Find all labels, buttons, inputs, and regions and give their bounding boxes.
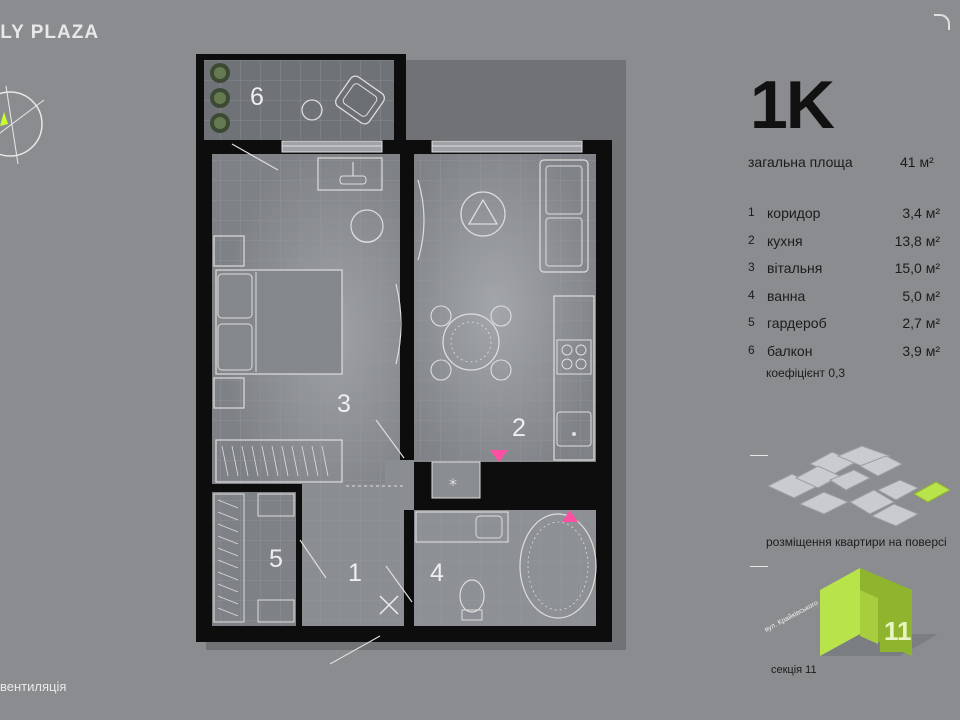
sink-icon (556, 411, 592, 447)
room-number-label: 1 (348, 559, 362, 587)
corner-mark-icon (934, 14, 950, 30)
room-num: 4 (748, 288, 755, 302)
room-name: гардероб (767, 315, 827, 331)
room-num: 5 (748, 315, 755, 329)
room-number-label: 6 (250, 83, 264, 111)
room-row: 5 гардероб 2,7 м² (748, 315, 940, 335)
nightstand-icon (213, 377, 245, 409)
room-row: 3 вітальня 15,0 м² (748, 260, 940, 280)
plant-icon (210, 63, 230, 133)
bathtub-icon (519, 513, 597, 619)
room-area: 5,0 м² (902, 288, 940, 304)
room-name: вітальня (767, 260, 823, 276)
section-location-map: 11 вул. Крайківського (763, 568, 938, 656)
dining-chair-icon (430, 305, 512, 381)
stove-icon (556, 339, 592, 375)
toilet-icon (459, 579, 485, 613)
divider (750, 566, 768, 567)
room-area: 3,4 м² (902, 205, 940, 221)
vent-cross-icon (379, 595, 399, 615)
bed-icon (215, 269, 343, 375)
kitchen-counter-icon (553, 295, 595, 461)
room-row: 6 балкон 3,9 м² (748, 343, 940, 363)
room-number-label: 4 (430, 559, 444, 587)
total-area-value: 41 м² (900, 154, 934, 170)
section-number: 11 (884, 616, 912, 646)
room-row: 2 кухня 13,8 м² (748, 233, 940, 253)
section-number-block (880, 596, 908, 652)
coffee-table-icon (460, 191, 506, 237)
dining-table-icon (442, 313, 500, 371)
shelving-icon (213, 493, 245, 623)
ventilation-marker-icon (562, 510, 578, 522)
room-num: 1 (748, 205, 755, 219)
room-row: 1 коридор 3,4 м² (748, 205, 940, 225)
room-row: 4 ванна 5,0 м² (748, 288, 940, 308)
ventilation-marker-icon (490, 450, 508, 462)
apartment-highlight (912, 481, 950, 503)
room-name: коридор (767, 205, 821, 221)
room-number-label: 3 (337, 390, 351, 418)
wardrobe-cabinet-icon (215, 439, 343, 483)
room-name: кухня (767, 233, 803, 249)
compass-icon (0, 85, 45, 165)
street-label: вул. Крайківського (763, 599, 819, 634)
floor-location-map (766, 446, 950, 527)
room-name: балкон (767, 343, 813, 359)
bath-counter-icon (415, 511, 509, 543)
balcony-armchair-icon (334, 75, 386, 125)
ventilation-shaft (431, 461, 481, 499)
divider (750, 455, 768, 456)
room-num: 3 (748, 260, 755, 274)
apartment-type: 1K (750, 67, 835, 143)
section-caption: секція 11 (771, 664, 817, 676)
nightstand-icon (213, 235, 245, 267)
room-area: 2,7 м² (902, 315, 940, 331)
brand-logo-text: ILY PLAZA (0, 22, 100, 43)
room-number-label: 5 (269, 545, 283, 573)
room-area: 3,9 м² (902, 343, 940, 359)
ventilation-legend: вентиляція (0, 679, 67, 694)
room-area: 13,8 м² (894, 233, 940, 249)
balcony-table-icon (301, 99, 323, 121)
room-number-label: 2 (512, 414, 526, 442)
room-num: 6 (748, 343, 755, 357)
svg-text:*: * (449, 475, 457, 494)
desk-icon (317, 157, 383, 191)
floor-plan: * (196, 54, 626, 665)
total-area-label: загальна площа (748, 154, 853, 170)
room-num: 2 (748, 233, 755, 247)
coefficient-note: коефіцієнт 0,3 (766, 366, 846, 380)
floor-plan-caption: розміщення квартири на поверсі (766, 535, 947, 549)
room-name: ванна (767, 288, 806, 304)
sofa-icon (539, 159, 589, 273)
room-area: 15,0 м² (894, 260, 940, 276)
